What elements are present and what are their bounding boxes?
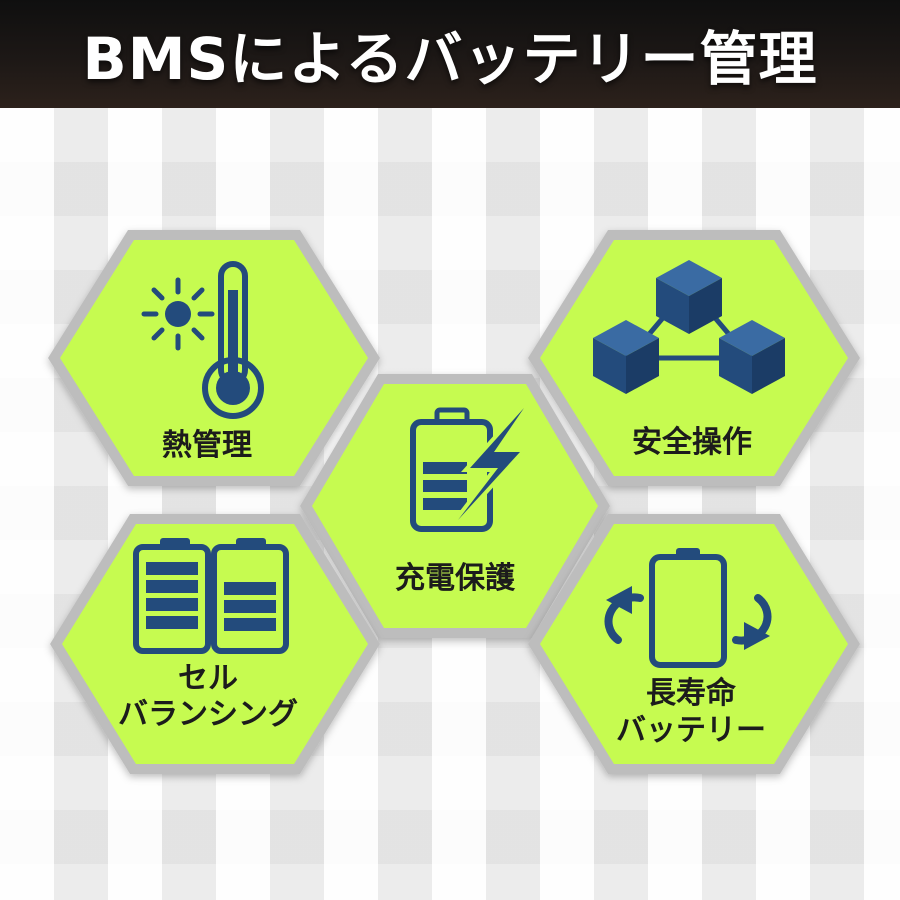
sun-icon [141,277,215,351]
hex-charge-protection: 充電保護 [300,374,610,638]
hex-long-life-battery: 長寿命 バッテリー [528,514,860,774]
twin-battery-icon [133,538,289,654]
label-charge-protection: 充電保護 [395,561,516,596]
page-title: BMSによるバッテリー管理 [82,25,818,93]
hex-safe-operation: 安全操作 [528,230,860,486]
hex-cell-balancing: セル バランシング [50,514,380,774]
hex-thermal-management: 熱管理 [48,230,380,486]
connected-cubes-icon [593,260,785,394]
title-banner: BMSによるバッテリー管理 [0,0,900,108]
thermometer-icon [202,261,264,419]
label-safe-operation: 安全操作 [632,425,752,460]
label-long-life-line2: バッテリー [616,713,766,748]
battery-cycle-icon [604,548,772,668]
label-thermal-management: 熱管理 [162,428,252,463]
label-cell-balancing-line1: セル [178,661,238,696]
label-long-life-line1: 長寿命 [646,676,737,711]
label-cell-balancing-line2: バランシング [118,697,298,732]
battery-lightning-icon [410,405,530,532]
